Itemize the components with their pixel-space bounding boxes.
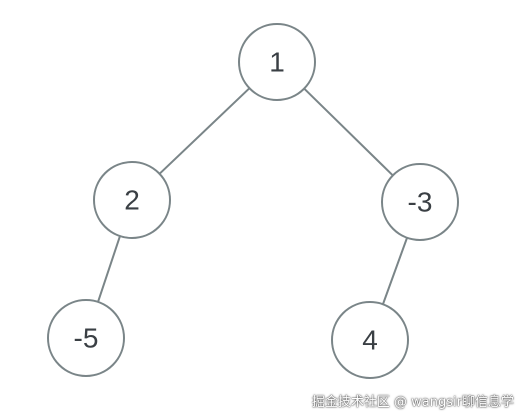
tree-node-n1: 1 bbox=[238, 23, 316, 101]
node-circle bbox=[93, 161, 171, 239]
node-circle bbox=[381, 163, 459, 241]
node-label: 4 bbox=[362, 325, 378, 356]
node-circle bbox=[331, 301, 409, 379]
tree-node-n2: 2 bbox=[93, 161, 171, 239]
node-label: 1 bbox=[269, 47, 285, 78]
tree-node-n5: 4 bbox=[331, 301, 409, 379]
edges-layer bbox=[97, 87, 408, 305]
node-label: -3 bbox=[408, 187, 433, 218]
node-circle bbox=[238, 23, 316, 101]
nodes-layer: 1 2 -3 -5 4 bbox=[47, 23, 459, 379]
watermark-text: 掘金技术社区 @ wangsir聊信息学 bbox=[311, 395, 514, 410]
tree-node-n4: -5 bbox=[47, 299, 125, 377]
edge-n1-n2 bbox=[158, 87, 251, 175]
edge-n2-n4 bbox=[97, 235, 121, 303]
tree-node-n3: -3 bbox=[381, 163, 459, 241]
node-label: 2 bbox=[124, 185, 140, 216]
edge-n3-n5 bbox=[382, 237, 408, 305]
edge-n1-n3 bbox=[303, 87, 394, 177]
node-circle bbox=[47, 299, 125, 377]
node-label: -5 bbox=[74, 323, 99, 354]
